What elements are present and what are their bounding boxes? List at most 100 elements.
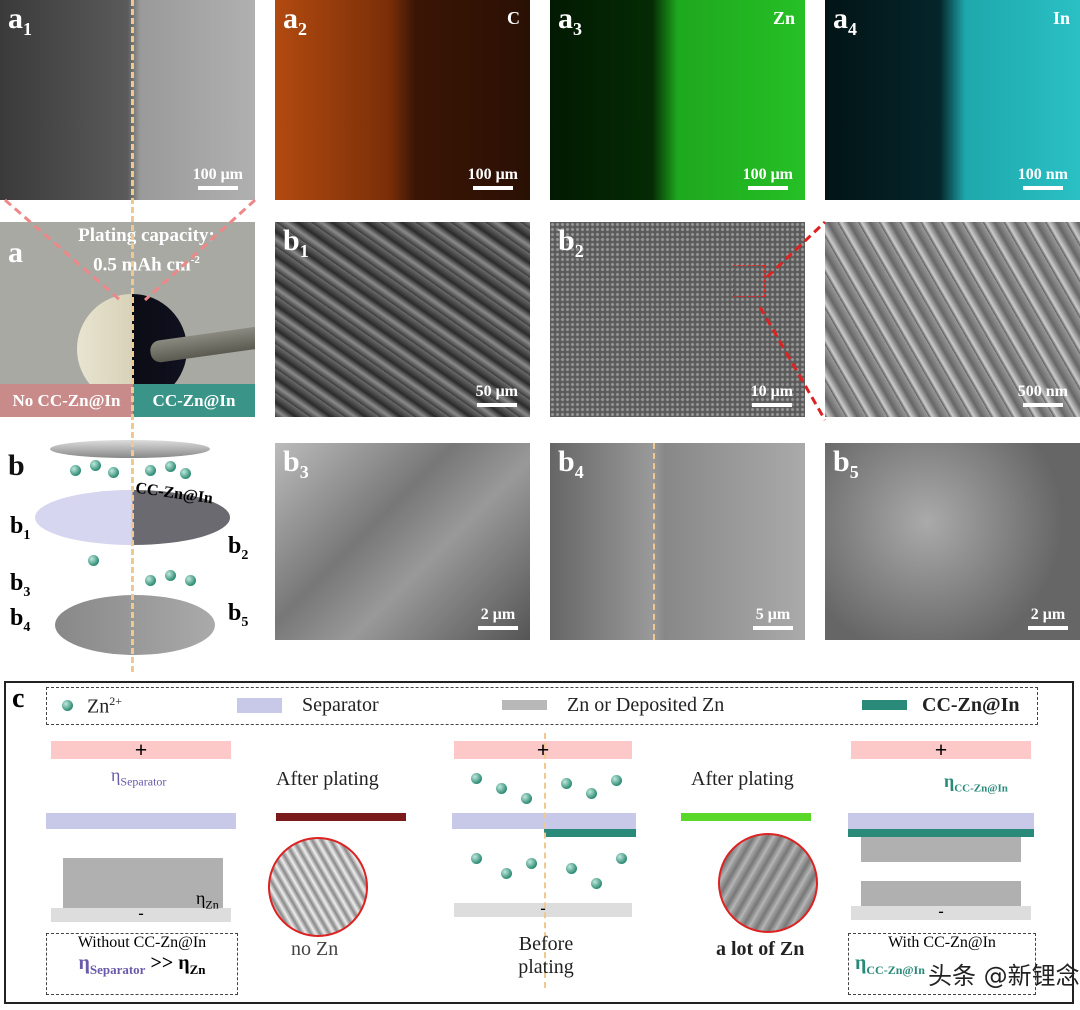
scale-bar: 10 μm [751,383,793,407]
b4-divider [653,443,655,640]
zn-ion [496,783,507,794]
cc-swatch [862,700,907,710]
top-electrode [50,440,210,458]
deposit-bottom-right [861,881,1021,906]
callout-b1: b1 [10,513,31,543]
zn-ion [586,788,597,799]
panel-c: c Zn2+ Separator Zn or Deposited Zn CC-Z… [4,681,1080,1004]
scale-bar: 100 μm [468,166,518,190]
zn-swatch [502,700,547,710]
plating-capacity: Plating capacity: 0.5 mAh cm-2 [78,225,215,276]
zn-ion [566,863,577,874]
tag-cc: CC-Zn@In [133,384,255,417]
deposit-top-right [861,837,1021,862]
zn-ion [471,773,482,784]
anode-left: - [51,906,231,922]
scale-bar: 100 μm [193,166,243,190]
scale-bar: 100 μm [743,166,793,190]
zn-ion [108,467,119,478]
panel-label: b3 [283,445,309,482]
eta-zn: ηZn [196,888,219,912]
scale-bar: 500 nm [1018,383,1068,407]
zn-ion [165,570,176,581]
callout-b5: b5 [228,600,249,630]
panel-label: a2 [283,2,307,39]
deposit-left [63,858,223,908]
legend-zn-deposited: Zn or Deposited Zn [567,694,725,716]
panel-b5-sem: b5 2 μm [825,443,1080,640]
panel-a1-sem: a1 100 μm [0,0,255,200]
cc-layer-right [848,829,1034,837]
panel-label: b2 [558,224,584,261]
zn-ion [180,468,191,479]
element-label: In [1052,8,1070,28]
panel-label: a4 [833,2,857,39]
panel-label: a1 [8,2,32,39]
eta-cc: ηCC-Zn@In [944,771,1008,795]
zn-ion [471,853,482,864]
panel-label: a [8,236,23,269]
panel-b-schematic: b CC-Zn@In b1 b2 b3 b4 b5 [0,435,270,675]
panel-label: c [12,683,25,714]
panel-a4-map-in: a4 In 100 nm [825,0,1080,200]
scale-bar: 50 μm [476,383,518,407]
zn-ion [165,461,176,472]
arrow-left [276,813,406,821]
legend-cc: CC-Zn@In [922,694,1020,716]
panel-a-photo: a Plating capacity: 0.5 mAh cm-2 No CC-Z… [0,222,255,417]
tag-no-cc: No CC-Zn@In [0,384,133,417]
callout-b4: b4 [10,605,31,635]
zn-ion [591,878,602,889]
zn-ion [616,853,627,864]
panel-a2-map-c: a2 C 100 μm [275,0,530,200]
separator-left [46,813,236,829]
zn-ion [145,465,156,476]
zn-ion [70,465,81,476]
element-label: C [507,8,520,28]
legend-separator: Separator [302,694,379,716]
panel-label: b1 [283,224,309,261]
callout-b3: b3 [10,570,31,600]
watermark: 头条 @新锂念 [928,962,1080,990]
cathode-right: + [851,739,1031,761]
separator-right [848,813,1034,829]
scale-bar: 100 nm [1018,166,1068,190]
anode-center: - [454,901,632,917]
cathode-center: + [454,739,632,761]
scale-bar: 2 μm [1028,606,1068,630]
zoom-connector-lines [4,198,827,421]
legend: Zn2+ Separator Zn or Deposited Zn CC-Zn@… [46,687,1038,725]
panel-label: b [8,449,25,482]
zn-deposit-magnifier [718,833,818,933]
zn-ion-icon [62,700,73,711]
eta-separator: ηSeparator [111,765,167,789]
no-zn-magnifier [268,837,368,937]
anode-right: - [851,904,1031,920]
element-label: Zn [772,8,795,28]
callout-b2: b2 [228,533,249,563]
legend-zn: Zn2+ [87,694,122,718]
panel-b2-zoom-sem: 500 nm [825,222,1080,417]
panel-a3-map-zn: a3 Zn 100 μm [550,0,805,200]
cathode-left: + [51,739,231,761]
no-zn-caption: no Zn [291,938,339,960]
panel-b2-sem: b2 10 μm [550,222,805,417]
without-cc-box: Without CC-Zn@In ηSeparator >> ηZn [46,933,238,995]
cc-layer-center [544,829,636,837]
center-divider [544,733,546,988]
zn-anode-disc [55,595,215,655]
scale-bar: 2 μm [478,606,518,630]
zn-ion [88,555,99,566]
panel-label: b5 [833,445,859,482]
with-cc-box: With CC-Zn@In ηCC-Zn@In [848,933,1036,995]
panel-label: a3 [558,2,582,39]
panel-label: b4 [558,445,584,482]
zn-ion [526,858,537,869]
zn-ion [185,575,196,586]
panel-b1-sem: b1 50 μm [275,222,530,417]
after-plating-left-label: After plating [276,768,379,790]
lot-of-zn-caption: a lot of Zn [716,938,805,960]
box-eta-cc: ηCC-Zn@In [855,952,925,977]
zn-ion [561,778,572,789]
arrow-right [681,813,811,821]
